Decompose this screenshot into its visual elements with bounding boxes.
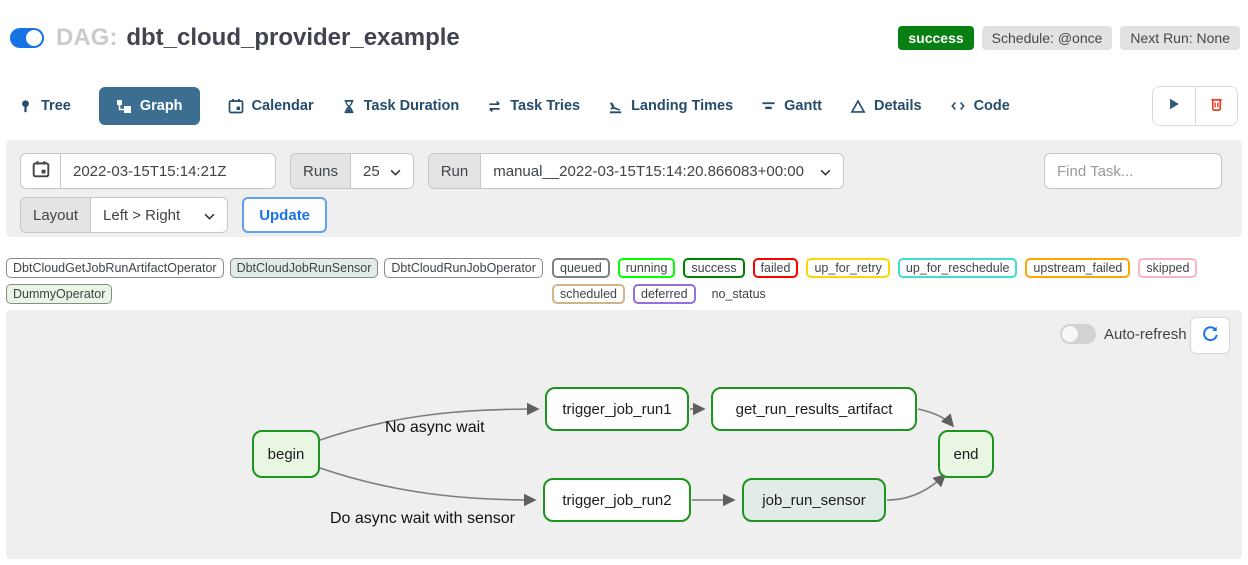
state-badge-skipped[interactable]: skipped	[1138, 258, 1198, 278]
auto-refresh-toggle[interactable]	[1060, 324, 1096, 344]
edge-label-no-async-wait: No async wait	[385, 419, 485, 436]
state-badge-upstream-failed[interactable]: upstream_failed	[1025, 258, 1131, 278]
state-badge-scheduled[interactable]: scheduled	[552, 284, 625, 304]
base-date-input[interactable]	[61, 154, 275, 188]
state-badge-no-status: no_status	[711, 287, 766, 301]
refresh-button[interactable]	[1190, 317, 1230, 354]
trigger-dag-button[interactable]	[1153, 87, 1195, 125]
filter-panel: Runs 25 Run manual__2022-03-15T15:14:20.…	[6, 140, 1242, 237]
tab-gantt[interactable]: Gantt	[761, 98, 822, 114]
layout-select[interactable]: Left > Right	[91, 198, 228, 232]
state-badge-up-for-reschedule[interactable]: up_for_reschedule	[897, 258, 1018, 278]
header-badges: success Schedule: @once Next Run: None	[898, 26, 1240, 50]
dag-edges	[319, 402, 955, 507]
code-icon	[950, 99, 966, 113]
task-node-trigger-job-run2[interactable]: trigger_job_run2	[543, 478, 691, 522]
state-badge-queued[interactable]: queued	[552, 258, 610, 278]
tab-label: Task Duration	[363, 98, 460, 114]
tab-code[interactable]: Code	[950, 98, 1010, 114]
trash-icon	[1209, 96, 1224, 117]
run-select[interactable]: manual__2022-03-15T15:14:20.866083+00:00	[481, 154, 843, 188]
task-node-end[interactable]: end	[938, 430, 994, 478]
graph-panel: Auto-refresh begin trigger_job_run1 get_…	[6, 310, 1242, 559]
state-legend: queued running success failed up_for_ret…	[552, 258, 1248, 304]
operator-badge[interactable]: DbtCloudRunJobOperator	[384, 258, 543, 278]
run-group: Run manual__2022-03-15T15:14:20.866083+0…	[427, 153, 844, 189]
task-node-job-run-sensor[interactable]: job_run_sensor	[742, 478, 886, 522]
schedule-badge: Schedule: @once	[981, 26, 1113, 50]
repeat-icon	[487, 99, 502, 114]
tab-label: Landing Times	[631, 98, 734, 114]
base-date-group	[20, 153, 276, 189]
task-node-get-run-results-artifact[interactable]: get_run_results_artifact	[711, 387, 917, 431]
filter-row-2: Layout Left > Right Update	[20, 197, 1228, 233]
layout-label: Layout	[21, 198, 92, 232]
operator-badge[interactable]: DbtCloudGetJobRunArtifactOperator	[6, 258, 224, 278]
chevron-down-icon	[820, 163, 831, 180]
dag-header: DAG: dbt_cloud_provider_example success …	[10, 18, 1240, 58]
toggle-knob	[1062, 326, 1078, 342]
run-select-value: manual__2022-03-15T15:14:20.866083+00:00	[493, 162, 804, 180]
tab-label: Code	[973, 98, 1010, 114]
tab-graph[interactable]: Graph	[98, 87, 200, 125]
dag-prefix-label: DAG:	[56, 24, 118, 51]
auto-refresh-label: Auto-refresh	[1104, 325, 1187, 343]
run-label: Run	[428, 154, 482, 188]
layout-group: Layout Left > Right	[20, 197, 229, 233]
update-button[interactable]: Update	[242, 197, 328, 233]
tree-pin-icon	[18, 99, 33, 114]
tab-label: Gantt	[784, 98, 822, 114]
chevron-down-icon	[390, 163, 401, 180]
refresh-icon	[1202, 325, 1219, 347]
tab-task-tries[interactable]: Task Tries	[487, 98, 580, 114]
auto-refresh-control: Auto-refresh	[1060, 324, 1187, 344]
tab-label: Details	[874, 98, 922, 114]
calendar-icon	[32, 160, 50, 183]
dag-action-buttons	[1152, 86, 1238, 126]
state-badge-success[interactable]: success	[683, 258, 745, 278]
runs-select[interactable]: 25	[351, 154, 413, 188]
chevron-down-icon	[204, 207, 215, 224]
state-badge-failed[interactable]: failed	[752, 258, 799, 278]
state-badge-running[interactable]: running	[617, 258, 676, 278]
runs-label: Runs	[291, 154, 352, 188]
status-badge: success	[898, 26, 974, 50]
details-triangle-icon	[850, 98, 866, 114]
tab-landing-times[interactable]: Landing Times	[608, 98, 733, 114]
tab-label: Task Tries	[510, 98, 581, 114]
state-badge-up-for-retry[interactable]: up_for_retry	[806, 258, 890, 278]
tab-tree[interactable]: Tree	[18, 98, 71, 114]
gantt-icon	[761, 99, 776, 114]
task-node-trigger-job-run1[interactable]: trigger_job_run1	[545, 387, 689, 431]
graph-icon	[116, 98, 132, 114]
view-tabbar: Tree Graph Calendar Task Duration Task T…	[18, 84, 1238, 128]
tab-details[interactable]: Details	[850, 98, 922, 114]
runs-group: Runs 25	[290, 153, 414, 189]
operator-badge[interactable]: DbtCloudJobRunSensor	[229, 258, 379, 278]
operator-badge[interactable]: DummyOperator	[6, 284, 113, 304]
filter-row-1: Runs 25 Run manual__2022-03-15T15:14:20.…	[20, 153, 1228, 189]
calendar-picker-button[interactable]	[21, 154, 61, 188]
state-badge-deferred[interactable]: deferred	[633, 284, 696, 304]
edge-label-do-async-wait: Do async wait with sensor	[330, 510, 515, 527]
operator-legend: DbtCloudGetJobRunArtifactOperator DbtClo…	[6, 258, 551, 304]
dag-pause-toggle[interactable]	[10, 28, 44, 48]
play-icon	[1167, 97, 1181, 116]
hourglass-icon	[342, 99, 356, 114]
delete-dag-button[interactable]	[1195, 87, 1237, 125]
find-task-input[interactable]	[1044, 153, 1222, 189]
runs-select-value: 25	[363, 162, 380, 180]
toggle-knob	[26, 30, 42, 46]
next-run-badge: Next Run: None	[1120, 26, 1240, 50]
tab-label: Graph	[139, 98, 183, 114]
layout-select-value: Left > Right	[103, 206, 181, 224]
page-title: dbt_cloud_provider_example	[126, 24, 460, 51]
tab-label: Tree	[41, 98, 71, 114]
tab-calendar[interactable]: Calendar	[228, 98, 314, 114]
task-node-begin[interactable]: begin	[252, 430, 320, 478]
calendar-icon	[228, 98, 244, 114]
tab-label: Calendar	[251, 98, 314, 114]
tab-task-duration[interactable]: Task Duration	[342, 98, 460, 114]
plane-landing-icon	[608, 99, 623, 114]
